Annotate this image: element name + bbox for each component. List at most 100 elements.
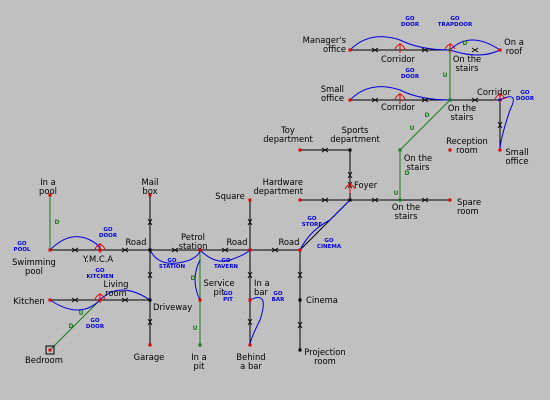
room-label-kitchen: Kitchen: [13, 296, 44, 306]
node-18: [48, 248, 52, 252]
room-label-corridor-mid: Corridor: [381, 102, 415, 112]
node-28: [248, 298, 252, 302]
stairs-mark-9: U: [79, 310, 84, 317]
node-20: [148, 248, 152, 252]
stairs-mark-6: D: [55, 219, 60, 226]
node-2: [498, 48, 502, 52]
road-marker-h-3: [271, 247, 279, 253]
room-label-ymca: Y.M.C.A: [82, 254, 113, 264]
node-16: [148, 193, 152, 197]
road-marker-v-3: [247, 218, 253, 226]
node-14: [398, 198, 402, 202]
node-27: [198, 298, 202, 302]
node-10: [398, 148, 402, 152]
road-marker-h-4: [71, 247, 79, 253]
road-marker-h-9: [471, 47, 479, 53]
road-marker-v-1: [147, 271, 153, 279]
bedroom-icon-dot: [48, 348, 52, 352]
node-17: [248, 198, 252, 202]
road-marker-h-1: [171, 247, 179, 253]
node-15: [48, 193, 52, 197]
road-marker-h-7: [371, 47, 379, 53]
stairs-mark-2: D: [425, 112, 430, 119]
markers-layer: [45, 43, 506, 355]
node-34: [298, 348, 302, 352]
node-26: [148, 298, 152, 302]
road-marker-h-10: [371, 97, 379, 103]
node-32: [198, 343, 202, 347]
stairs-mark-8: U: [193, 325, 198, 332]
road-marker-h-2: [221, 247, 229, 253]
road-marker-h-5: [121, 297, 129, 303]
node-22: [248, 248, 252, 252]
road-marker-h-6: [71, 297, 79, 303]
room-label-bedroom: Bedroom: [25, 355, 63, 365]
road-marker-v-2: [147, 318, 153, 326]
room-label-driveway: Driveway: [153, 302, 192, 312]
road-marker-h-14: [321, 197, 329, 203]
road-marker-v-0: [147, 218, 153, 226]
node-0: [348, 48, 352, 52]
road-marker-v-6: [297, 271, 303, 279]
road-marker-h-16: [421, 197, 429, 203]
node-4: [448, 98, 452, 102]
node-7: [298, 148, 302, 152]
stairs-mark-0: D: [463, 40, 468, 47]
node-13: [448, 198, 452, 202]
room-label-corridor-top: Corridor: [381, 54, 415, 64]
node-9: [448, 148, 452, 152]
road-marker-h-15: [371, 197, 379, 203]
room-label-foyer: Foyer: [354, 180, 378, 190]
room-label-road-1: Road: [125, 237, 146, 247]
stairs-mark-10: D: [69, 323, 74, 330]
node-11: [298, 198, 302, 202]
node-6: [498, 148, 502, 152]
room-label-square: Square: [215, 191, 244, 201]
node-8: [348, 148, 352, 152]
stairs-mark-3: U: [410, 125, 415, 132]
stairs-mark-4: D: [405, 170, 410, 177]
node-21: [198, 248, 202, 252]
road-marker-h-11: [421, 97, 429, 103]
road-marker-v-10: [497, 121, 503, 129]
room-label-road-3: Road: [278, 237, 299, 247]
road-marker-v-8: [347, 171, 353, 179]
node-29: [298, 298, 302, 302]
road-marker-h-0: [121, 247, 129, 253]
road-marker-h-12: [471, 97, 479, 103]
road-marker-v-4: [247, 271, 253, 279]
